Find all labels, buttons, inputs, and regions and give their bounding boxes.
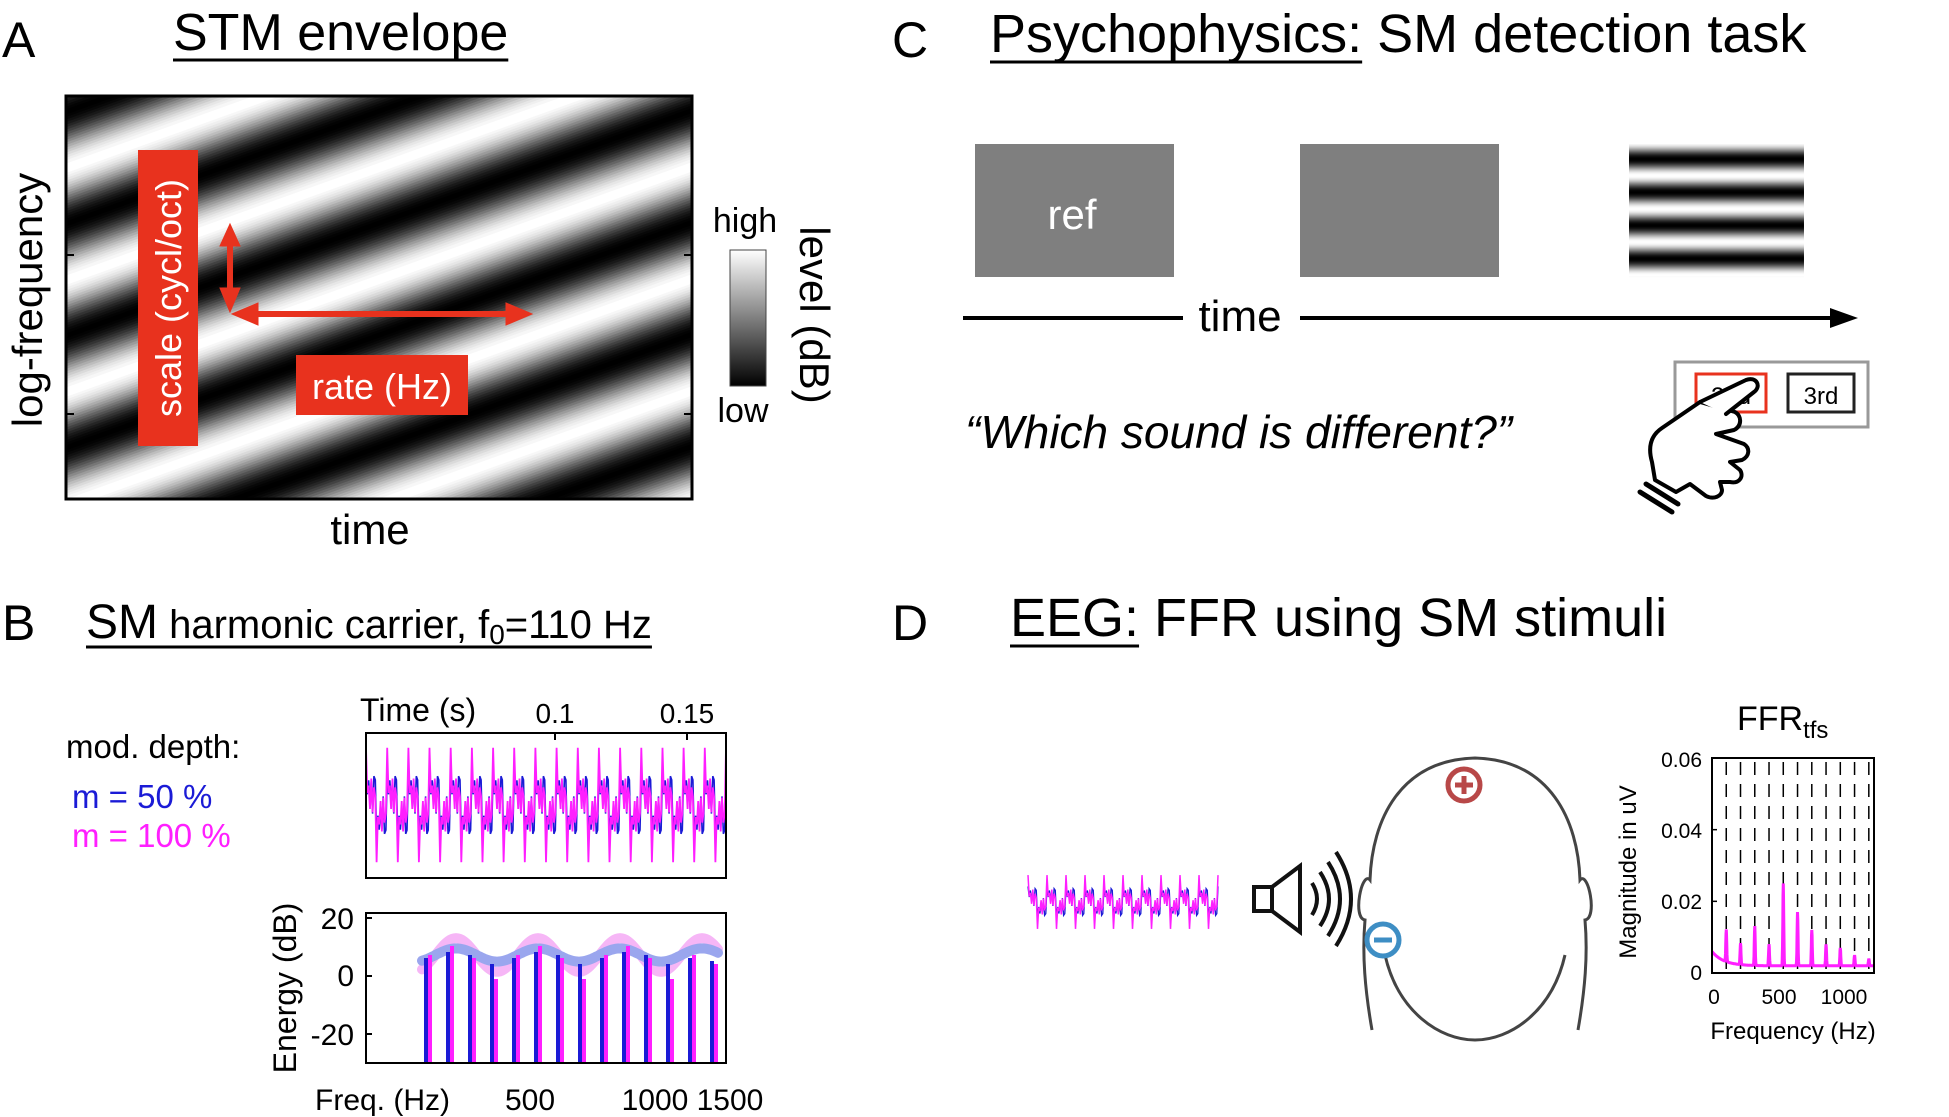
waveform-frame <box>365 732 727 879</box>
energy-tick-20: 20 <box>321 903 354 936</box>
ffr-frame <box>1711 757 1875 974</box>
ffr-xtick-0: 0 <box>1708 986 1720 1009</box>
ref-sound-box <box>975 144 1174 277</box>
colorbar-level-label: level (dB) <box>791 226 838 403</box>
freq-label: Freq. (Hz) <box>315 1084 450 1117</box>
legend-m50: m = 50 % <box>72 778 212 815</box>
envelope-m50 <box>417 943 723 967</box>
panel-b: B SM harmonic carrier, f0=110 Hz mod. de… <box>2 595 763 1117</box>
rate-label-box <box>296 355 468 415</box>
ffr-ytick-002: 0.02 <box>1661 891 1702 914</box>
waveform-tick-0-15: 0.15 <box>660 698 715 729</box>
freq-tick-1500: 1500 <box>697 1084 764 1117</box>
button-3rd-label: 3rd <box>1804 383 1839 410</box>
ffr-title: FFRtfs <box>1737 700 1828 744</box>
rate-label: rate (Hz) <box>312 366 452 407</box>
panel-b-letter: B <box>2 595 35 651</box>
energy-tick-0: 0 <box>337 960 354 993</box>
panel-d-title: EEG: FFR using SM stimuli <box>1010 588 1667 648</box>
stimulus-m100-line <box>1027 875 1219 929</box>
ffr-xlabel: Frequency (Hz) <box>1710 1018 1875 1045</box>
waveform-m100-line <box>366 747 726 863</box>
rate-arrow <box>230 302 534 326</box>
scale-arrow <box>219 222 241 314</box>
time-arrow <box>963 308 1858 328</box>
ffr-xtick-500: 500 <box>1761 986 1796 1009</box>
ffr-ytick-004: 0.04 <box>1661 820 1702 843</box>
mod-depth-label: mod. depth: <box>66 728 240 765</box>
ref-label: ref <box>1047 191 1096 238</box>
ffr-ylabel: Magnitude in uV <box>1615 785 1642 958</box>
scale-label-box <box>138 150 198 446</box>
panel-b-title: SM harmonic carrier, f0=110 Hz <box>86 596 652 650</box>
button-3rd[interactable] <box>1786 372 1856 414</box>
colorbar-high-label: high <box>713 202 777 240</box>
stimulus-waveform <box>1027 875 1219 929</box>
freq-tick-1000: 1000 <box>622 1084 689 1117</box>
waveform-time-label: Time (s) <box>360 692 476 728</box>
negative-electrode-icon <box>1364 921 1402 959</box>
ffr-ytick-0: 0 <box>1690 962 1702 985</box>
time-label: time <box>1198 292 1281 341</box>
positive-electrode-icon <box>1445 766 1483 804</box>
waveform-tick-0-1: 0.1 <box>536 698 575 729</box>
question-text: “Which sound is different?” <box>965 406 1515 458</box>
ffr-ytick-006: 0.06 <box>1661 749 1702 772</box>
pointing-hand-icon <box>1637 377 1760 515</box>
panel-a-title: STM envelope <box>173 4 508 62</box>
head-outline <box>1357 756 1593 1042</box>
energy-ylabel: Energy (dB) <box>267 903 303 1074</box>
spectrum-frame <box>365 912 727 1064</box>
freq-tick-500: 500 <box>505 1084 555 1117</box>
waveform-plot <box>365 732 727 879</box>
panel-a-xlabel: time <box>330 506 409 553</box>
panel-d: D EEG: FFR using SM stimuli FF <box>892 588 1876 1045</box>
scale-label: scale (cycl/oct) <box>148 179 189 417</box>
stm-envelope-frame <box>64 94 694 501</box>
ffr-spectrum-line <box>1710 883 1874 968</box>
third-sound-box <box>1617 144 1816 278</box>
panel-c-letter: C <box>892 12 928 68</box>
panel-d-letter: D <box>892 595 928 651</box>
second-sound-box <box>1300 144 1499 277</box>
panel-c: C Psychophysics: SM detection task ref t… <box>892 4 1870 515</box>
ffr-xtick-1000: 1000 <box>1821 986 1868 1009</box>
spectrum-plot <box>365 912 727 1064</box>
panel-a-ylabel: log-frequency <box>4 173 51 427</box>
speaker-icon <box>1252 850 1353 948</box>
legend-m100: m = 100 % <box>72 817 231 854</box>
ffr-plot <box>1710 757 1875 974</box>
panel-c-title: Psychophysics: SM detection task <box>990 4 1807 64</box>
panel-a-letter: A <box>2 12 36 68</box>
colorbar <box>729 249 767 387</box>
colorbar-low-label: low <box>717 392 768 430</box>
panel-a: A STM envelope log-frequency time scale … <box>2 4 838 553</box>
energy-tick-neg20: -20 <box>311 1019 354 1052</box>
